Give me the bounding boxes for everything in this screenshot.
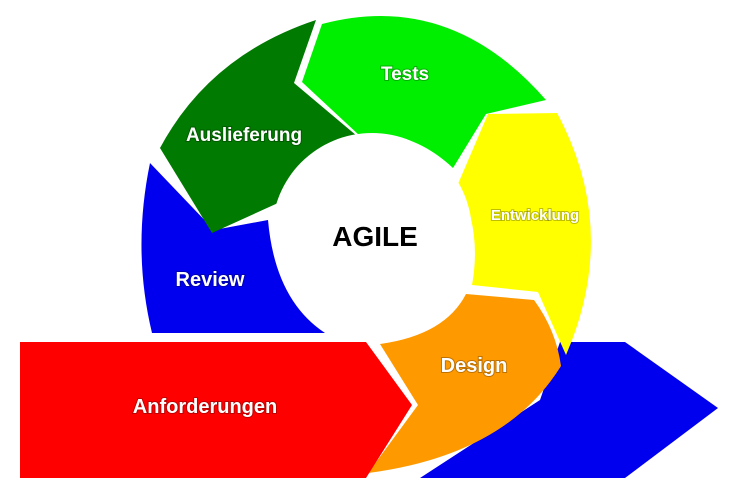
delivery-label: Auslieferung <box>186 125 302 146</box>
center-circle <box>272 133 472 333</box>
design-label: Design <box>441 355 508 377</box>
development-label: Entwicklung <box>491 207 579 224</box>
development-segment <box>458 113 591 355</box>
tests-label: Tests <box>381 64 429 85</box>
exit-arrow <box>420 342 718 478</box>
design-segment <box>368 294 561 473</box>
tests-segment <box>302 15 546 168</box>
requirements-arrow <box>20 342 412 478</box>
review-segment <box>141 163 325 333</box>
requirements-label: Anforderungen <box>133 396 277 418</box>
center-label: AGILE <box>332 221 418 252</box>
review-label: Review <box>176 269 245 291</box>
delivery-segment <box>160 20 357 233</box>
